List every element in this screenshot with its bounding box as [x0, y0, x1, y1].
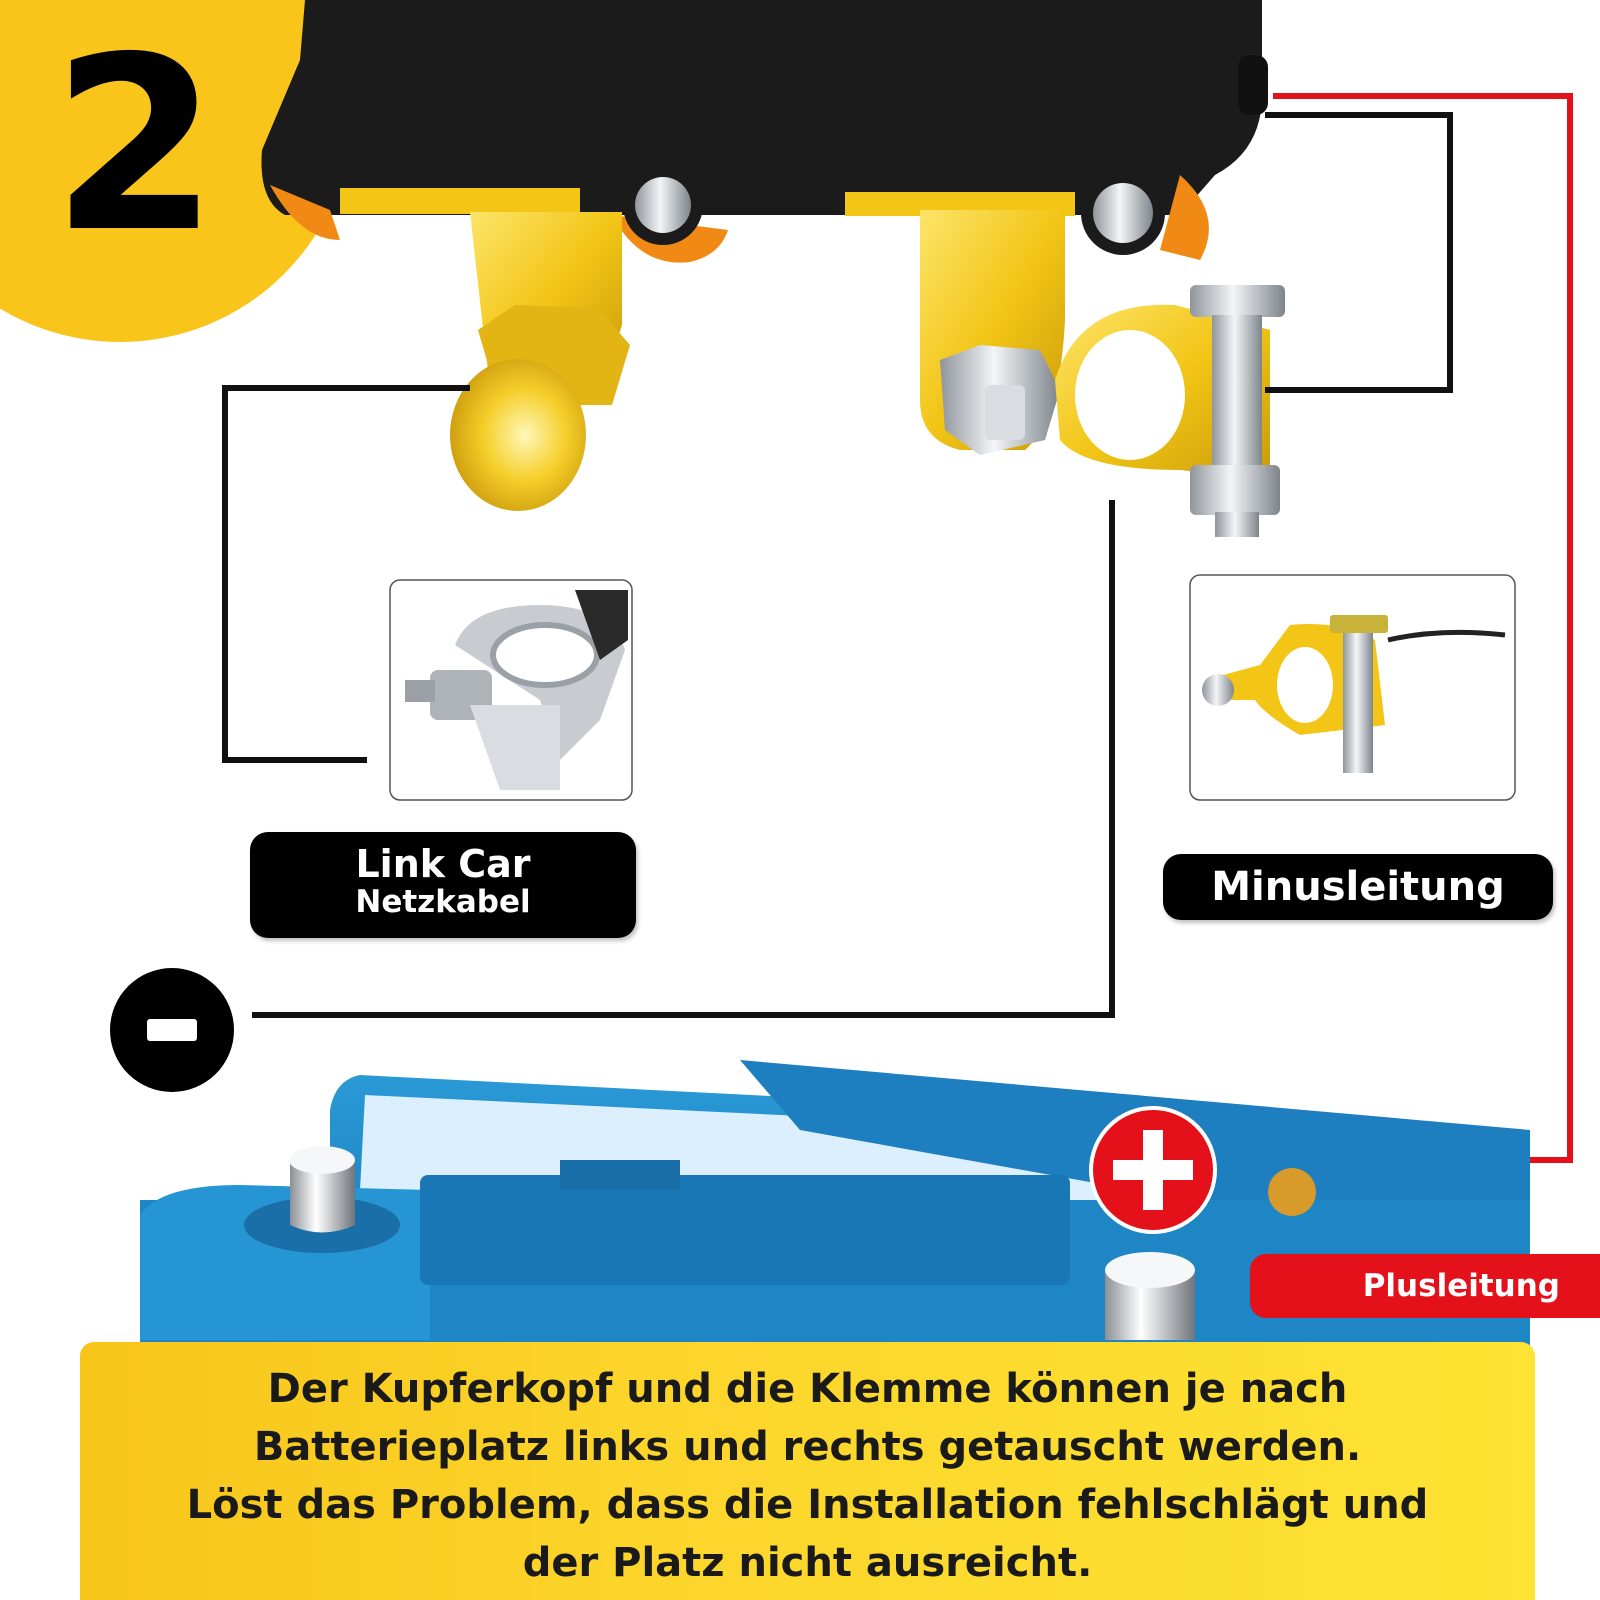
step-number: 2: [51, 5, 219, 285]
car-battery: [140, 1060, 1530, 1360]
battery-post-positive: [1105, 1252, 1195, 1340]
ground-cable-line: [252, 500, 1115, 1018]
battery-post-negative: [244, 1146, 400, 1253]
minus-cable-line: [1265, 112, 1453, 393]
caption-line: der Platz nicht ausreicht.: [522, 1540, 1093, 1586]
link-car-title: Link Car: [355, 842, 531, 886]
terminal-clamp-icon: [575, 590, 628, 660]
bolt-icon: [1093, 183, 1153, 243]
caption-line: Batterieplatz links und rechts getauscht…: [253, 1424, 1362, 1470]
caption-box: Der Kupferkopf und die Klemme können je …: [80, 1342, 1535, 1600]
copper-head: [450, 212, 630, 511]
minus-cable-label: Minusleitung: [1163, 854, 1553, 920]
link-car-subtitle: Netzkabel: [355, 884, 531, 920]
caption-line: Der Kupferkopf und die Klemme können je …: [267, 1366, 1348, 1412]
link-car-cable: [222, 385, 470, 763]
step-badge-background: [0, 0, 352, 342]
plus-icon: [1089, 1106, 1217, 1234]
inset-gold-clamp: [1189, 574, 1516, 801]
inset-silver-clamp: [389, 579, 633, 801]
clamp-terminal: [920, 210, 1285, 537]
caption-line: Löst das Problem, dass die Installation …: [186, 1482, 1429, 1528]
plus-cable-label: Plusleitung: [1250, 1254, 1600, 1318]
link-car-label: Link Car Netzkabel: [250, 832, 636, 938]
minus-icon: [110, 968, 234, 1092]
disconnect-switch-housing: [261, 0, 1268, 263]
